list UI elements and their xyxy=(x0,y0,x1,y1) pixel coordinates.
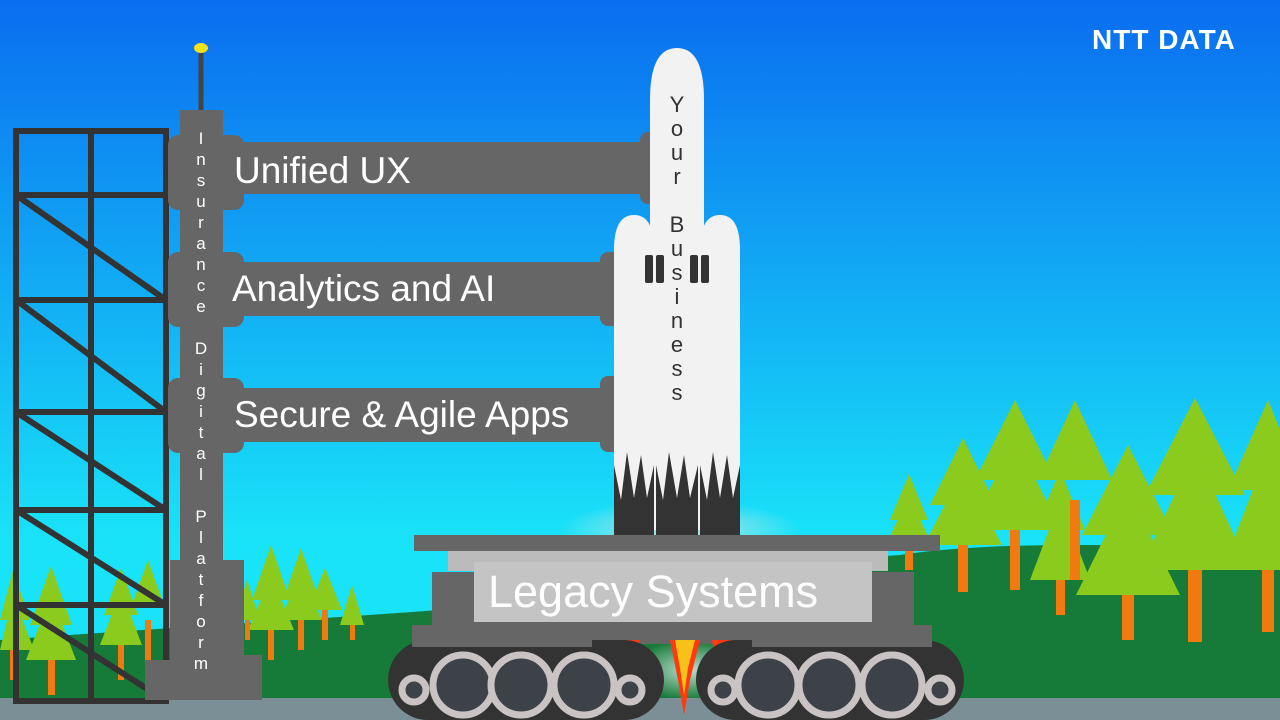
vertical-letter: u xyxy=(670,140,684,165)
vertical-letter: l xyxy=(199,465,203,484)
arm-unified-ux xyxy=(215,142,660,194)
crawler-label-legacy-systems: Legacy Systems xyxy=(488,566,819,617)
vertical-letter: l xyxy=(199,528,203,547)
vertical-letter: i xyxy=(199,402,203,421)
vertical-letter: s xyxy=(671,380,683,405)
vertical-letter: n xyxy=(196,150,206,169)
vertical-letter: u xyxy=(196,192,206,211)
vertical-letter: u xyxy=(670,236,684,261)
vertical-letter: B xyxy=(669,212,685,237)
arm-analytics-ai xyxy=(215,262,620,316)
vertical-letter: r xyxy=(673,164,681,189)
arm-secure-apps xyxy=(215,388,620,442)
vertical-letter xyxy=(199,487,204,508)
crawler-top-plate xyxy=(414,535,940,551)
vertical-letter: a xyxy=(196,444,206,463)
vertical-letter: e xyxy=(196,297,206,316)
vertical-letter: s xyxy=(196,171,206,190)
vertical-letter: o xyxy=(670,116,684,141)
arm-label-analytics-ai: Analytics and AI xyxy=(232,268,496,309)
vertical-letter: a xyxy=(196,549,206,568)
vertical-letter xyxy=(674,190,680,214)
vertical-letter: n xyxy=(196,255,206,274)
vertical-letter: m xyxy=(193,654,209,673)
vertical-letter: i xyxy=(199,360,203,379)
rocket-boosters xyxy=(614,215,740,530)
vertical-letter: r xyxy=(198,633,204,652)
vertical-letter: t xyxy=(198,570,204,589)
vertical-letter: g xyxy=(196,381,206,400)
trees-right xyxy=(886,398,1280,642)
crawler-wheels xyxy=(398,651,956,719)
vertical-letter: c xyxy=(196,276,206,295)
vertical-letter: o xyxy=(196,612,206,631)
antenna-light xyxy=(194,43,208,53)
arm-label-secure-apps: Secure & Agile Apps xyxy=(234,394,570,435)
vertical-letter: n xyxy=(670,308,684,333)
vertical-letter: P xyxy=(195,507,207,526)
vertical-letter: s xyxy=(671,356,683,381)
scaffold-tower xyxy=(13,128,169,704)
vertical-letter: s xyxy=(671,260,683,285)
vertical-letter: f xyxy=(198,591,204,610)
vertical-letter: a xyxy=(196,234,206,253)
rocket-engines xyxy=(614,452,740,535)
vertical-letter: I xyxy=(198,129,204,148)
vertical-letter: e xyxy=(670,332,684,357)
vertical-letter: D xyxy=(194,339,208,358)
vertical-letter: i xyxy=(674,284,680,309)
vertical-letter: Y xyxy=(669,92,685,117)
rocket-core xyxy=(650,48,704,530)
vertical-letter: r xyxy=(198,213,204,232)
vertical-letter: t xyxy=(198,423,204,442)
vertical-letter xyxy=(199,319,204,340)
arm-label-unified-ux: Unified UX xyxy=(234,150,411,191)
ntt-data-logo: NTT DATA xyxy=(1092,24,1236,55)
